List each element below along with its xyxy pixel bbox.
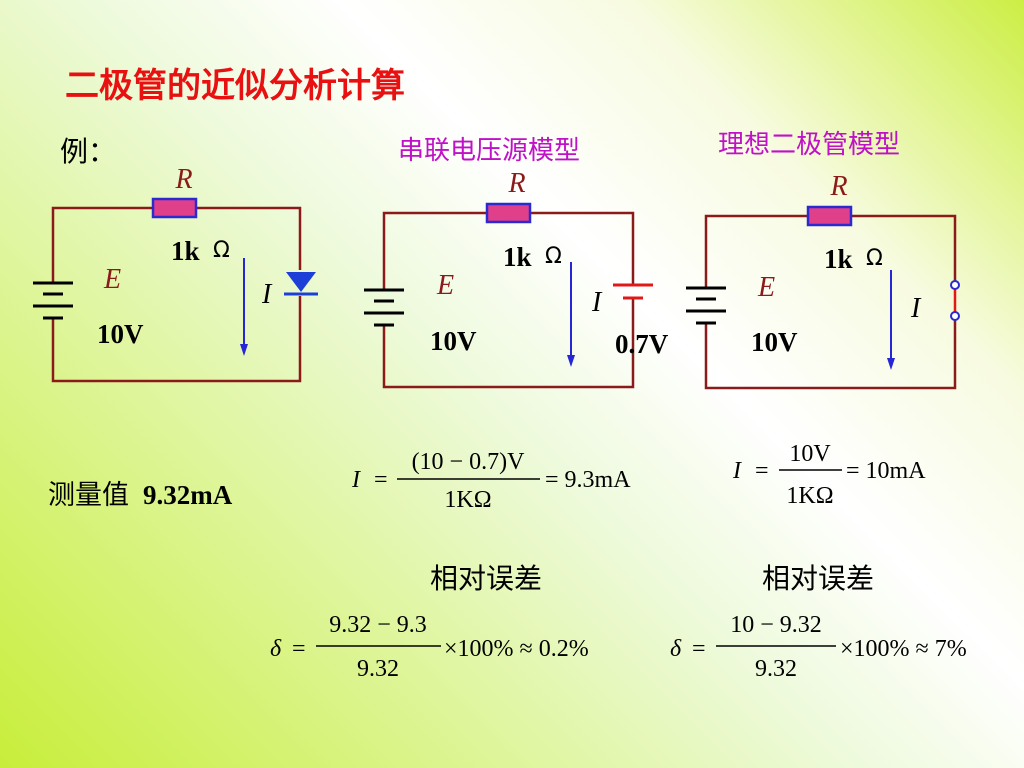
source-symbol: E bbox=[436, 270, 454, 301]
equation-denominator: 1KΩ bbox=[444, 487, 491, 513]
source-voltage: 10V bbox=[430, 326, 477, 356]
equation-numerator: 9.32 − 9.3 bbox=[329, 612, 427, 638]
series-voltage-source-model-label: 串联电压源模型 bbox=[398, 136, 581, 166]
ohm-symbol: Ω bbox=[213, 238, 230, 263]
resistor-icon bbox=[485, 202, 532, 224]
slide-title: 二极管的近似分析计算 bbox=[65, 66, 405, 106]
resistor-symbol: R bbox=[174, 164, 192, 195]
wire-left-top bbox=[704, 214, 808, 288]
equation-denominator: 9.32 bbox=[755, 656, 797, 682]
equation-result: = 9.3mA bbox=[545, 467, 631, 493]
relative-error-label-ideal: 相对误差 bbox=[762, 562, 875, 595]
equation-equals: = bbox=[374, 467, 388, 493]
source-voltage: 10V bbox=[97, 319, 144, 349]
resistance-value: 1k bbox=[503, 242, 532, 272]
equation-lhs: I bbox=[732, 458, 742, 484]
source-symbol: E bbox=[103, 264, 121, 295]
circuit-diode: R 1k Ω E 10V I bbox=[33, 164, 318, 383]
equation-equals: = bbox=[292, 636, 306, 662]
battery-icon bbox=[686, 286, 726, 325]
resistor-icon bbox=[806, 205, 853, 227]
battery-icon bbox=[33, 281, 73, 320]
circuit-series-voltage-source: R 1k Ω E 10V I 0.7V bbox=[364, 168, 669, 389]
equation-lhs: δ bbox=[670, 636, 682, 662]
current-arrow-icon bbox=[887, 270, 895, 370]
resistor-symbol: R bbox=[829, 171, 847, 202]
wire-left-top bbox=[382, 211, 487, 290]
measured-value-row: 测量值 9.32mA bbox=[48, 473, 232, 512]
wire-right-top bbox=[851, 214, 957, 281]
battery-icon bbox=[364, 288, 404, 327]
source-voltage: 10V bbox=[751, 327, 798, 357]
current-symbol: I bbox=[910, 293, 922, 324]
diode-icon bbox=[284, 272, 318, 296]
source-symbol: E bbox=[757, 272, 775, 303]
wire-right-top bbox=[196, 206, 302, 270]
example-label: 例： bbox=[60, 135, 117, 168]
ohm-symbol: Ω bbox=[545, 244, 562, 269]
current-symbol: I bbox=[591, 287, 603, 318]
measured-value: 9.32mA bbox=[143, 480, 233, 510]
equation-denominator: 9.32 bbox=[357, 656, 399, 682]
equation-result: = 10mA bbox=[846, 458, 926, 484]
resistance-value: 1k bbox=[824, 244, 853, 274]
wire-left-top bbox=[51, 206, 153, 283]
current-arrow-icon bbox=[567, 262, 575, 367]
equation-lhs: I bbox=[351, 467, 361, 493]
measured-label: 测量值 bbox=[48, 480, 129, 511]
error-equation-series: δ = 9.32 − 9.3 9.32 ×100% ≈ 0.2% bbox=[270, 612, 589, 682]
error-equation-ideal: δ = 10 − 9.32 9.32 ×100% ≈ 7% bbox=[670, 612, 967, 682]
equation-result: ×100% ≈ 0.2% bbox=[444, 636, 589, 662]
equation-numerator: 10V bbox=[789, 441, 831, 467]
equation-equals: = bbox=[755, 458, 769, 484]
current-equation-ideal: I = 10V 1KΩ = 10mA bbox=[732, 441, 926, 509]
wire-bottom bbox=[382, 298, 635, 389]
ideal-diode-icon bbox=[950, 280, 960, 321]
current-arrow-icon bbox=[240, 258, 248, 356]
resistance-value: 1k bbox=[171, 236, 200, 266]
wire-bottom bbox=[51, 296, 302, 383]
diode-drop-voltage: 0.7V bbox=[615, 329, 669, 359]
equation-numerator: (10 − 0.7)V bbox=[412, 449, 526, 475]
equation-result: ×100% ≈ 7% bbox=[840, 636, 967, 662]
circuit-ideal-diode: R 1k Ω E 10V I bbox=[686, 171, 960, 390]
current-equation-series: I = (10 − 0.7)V 1KΩ = 9.3mA bbox=[351, 449, 631, 513]
diode-voltage-source-icon bbox=[613, 283, 653, 300]
wire-bottom bbox=[704, 320, 957, 390]
wire-right-top bbox=[530, 211, 635, 285]
relative-error-label-series: 相对误差 bbox=[430, 562, 543, 595]
current-symbol: I bbox=[261, 279, 273, 310]
equation-equals: = bbox=[692, 636, 706, 662]
ohm-symbol: Ω bbox=[866, 246, 883, 271]
ideal-diode-model-label: 理想二极管模型 bbox=[718, 130, 901, 160]
equation-lhs: δ bbox=[270, 636, 282, 662]
resistor-symbol: R bbox=[507, 168, 525, 199]
equation-denominator: 1KΩ bbox=[786, 483, 833, 509]
resistor-icon bbox=[151, 197, 198, 219]
equation-numerator: 10 − 9.32 bbox=[730, 612, 822, 638]
